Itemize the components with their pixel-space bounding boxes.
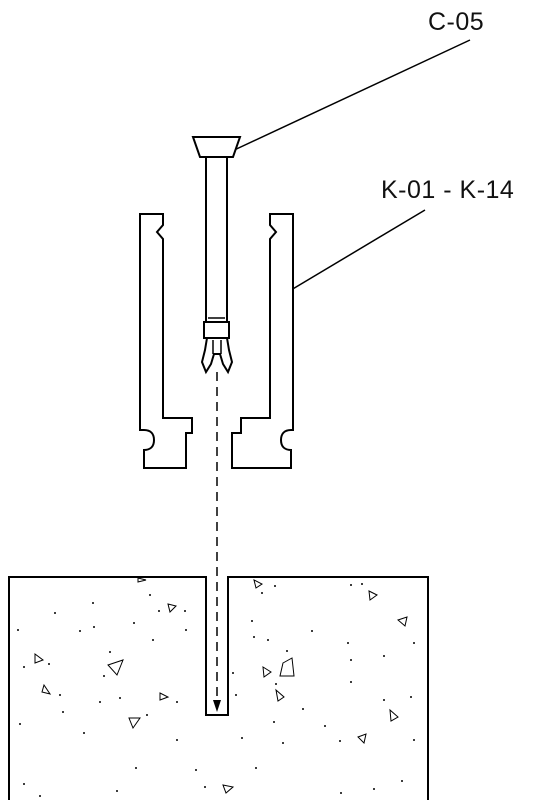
bracket-left bbox=[139, 213, 193, 469]
concrete-speckle bbox=[17, 583, 415, 797]
label-anchor-code: C-05 bbox=[428, 8, 485, 36]
concrete-aggregate bbox=[34, 577, 408, 794]
leader-line-k01 bbox=[280, 209, 426, 297]
label-kit-range: K-01 - K-14 bbox=[381, 176, 515, 204]
bolt-head bbox=[191, 136, 242, 158]
anchor-bolt bbox=[191, 136, 242, 375]
leader-line-c05 bbox=[229, 39, 471, 153]
bolt-shank bbox=[205, 156, 228, 326]
concrete-block bbox=[8, 576, 429, 800]
bolt-expander bbox=[200, 337, 234, 375]
insertion-arrowhead bbox=[213, 700, 221, 712]
bolt-collar bbox=[203, 321, 230, 339]
bracket-right bbox=[231, 213, 294, 469]
